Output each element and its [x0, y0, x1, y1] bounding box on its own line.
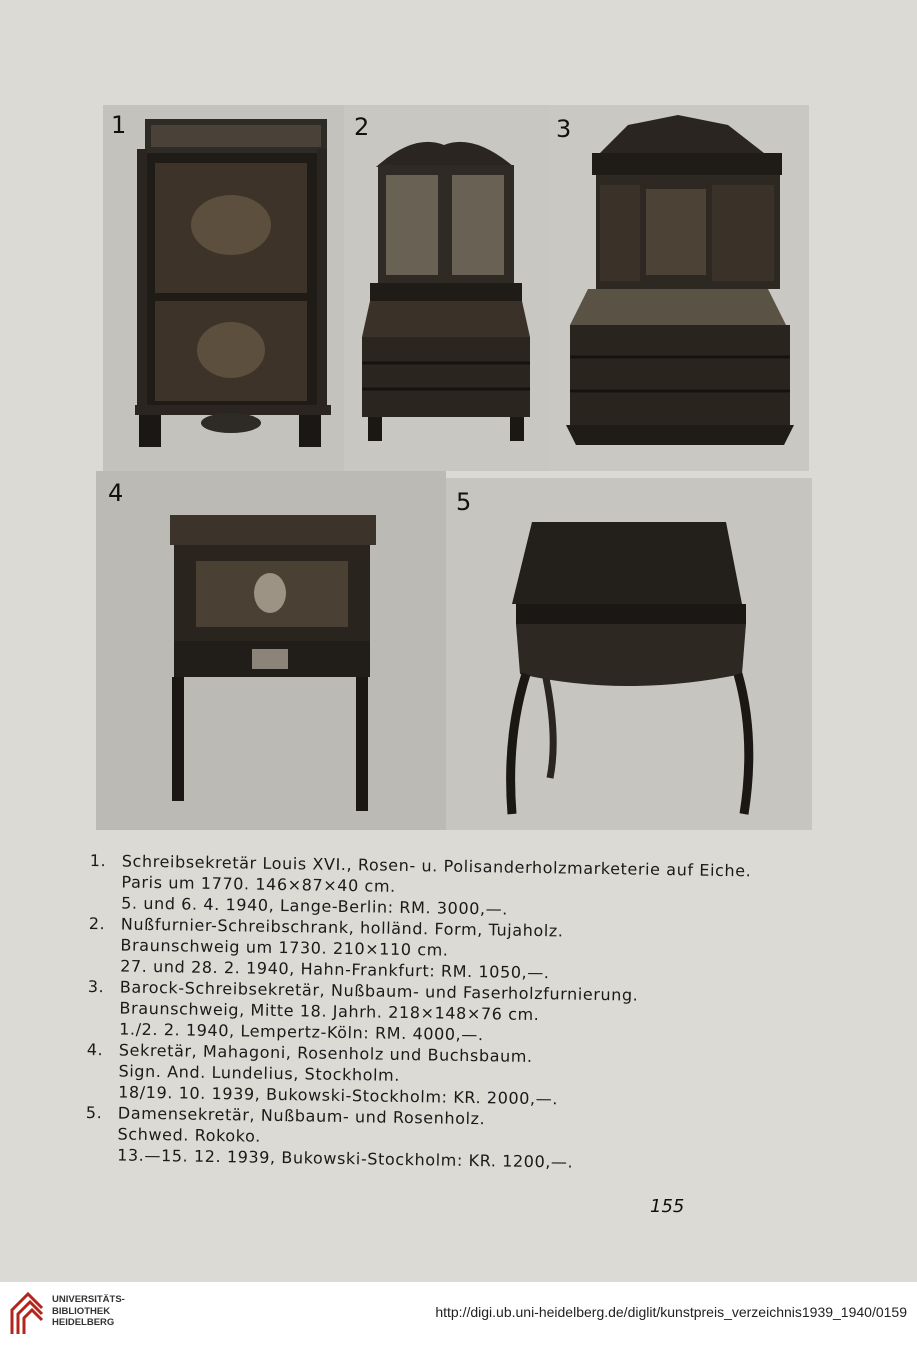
scanned-page: 1 2: [0, 0, 917, 1282]
photo-4-secretary: 4: [96, 471, 446, 830]
caption-number: 1.: [89, 850, 107, 871]
library-name-line: UNIVERSITÄTS-: [52, 1294, 125, 1305]
library-name: UNIVERSITÄTS- BIBLIOTHEK HEIDELBERG: [52, 1294, 125, 1329]
secretary-3-drawing: [566, 115, 794, 445]
library-logo-icon: [10, 1291, 44, 1334]
secretary-2-drawing: [362, 141, 530, 441]
footer-bar: UNIVERSITÄTS- BIBLIOTHEK HEIDELBERG http…: [0, 1282, 917, 1347]
caption-entry-5: 5. Damensekretär, Nußbaum- und Rosenholz…: [85, 1102, 806, 1176]
photo-1-secretary: 1: [103, 105, 344, 471]
photo-number-4: 4: [108, 479, 124, 507]
secretary-5-drawing: [506, 522, 754, 815]
page-number: 155: [650, 1196, 685, 1217]
secretary-1-drawing: [135, 119, 331, 447]
caption-number: 4.: [86, 1039, 104, 1060]
caption-entry-1: 1. Schreibsekretär Louis XVI., Rosen- u.…: [89, 850, 810, 924]
caption-number: 2.: [88, 913, 106, 934]
photo-number-1: 1: [111, 111, 127, 139]
secretary-4-drawing: [170, 515, 376, 811]
photo-2-secretary: 2: [344, 105, 548, 471]
caption-number: 5.: [85, 1102, 103, 1123]
photo-3-secretary: 3: [548, 105, 809, 471]
caption-list: 1. Schreibsekretär Louis XVI., Rosen- u.…: [85, 850, 810, 1176]
caption-entry-2: 2. Nußfurnier-Schreibschrank, holländ. F…: [88, 913, 809, 987]
photo-number-5: 5: [456, 488, 472, 516]
library-name-line: HEIDELBERG: [52, 1317, 115, 1328]
photo-5-secretary: 5: [446, 478, 812, 830]
photo-number-2: 2: [354, 113, 370, 141]
caption-entry-4: 4. Sekretär, Mahagoni, Rosenholz und Buc…: [86, 1039, 807, 1113]
logo-stroke: [10, 1291, 44, 1334]
caption-number: 3.: [87, 976, 105, 997]
source-url-link[interactable]: http://digi.ub.uni-heidelberg.de/diglit/…: [435, 1304, 907, 1320]
caption-entry-3: 3. Barock-Schreibsekretär, Nußbaum- und …: [87, 976, 808, 1050]
library-name-line: BIBLIOTHEK: [52, 1305, 111, 1317]
photo-number-3: 3: [556, 115, 572, 143]
